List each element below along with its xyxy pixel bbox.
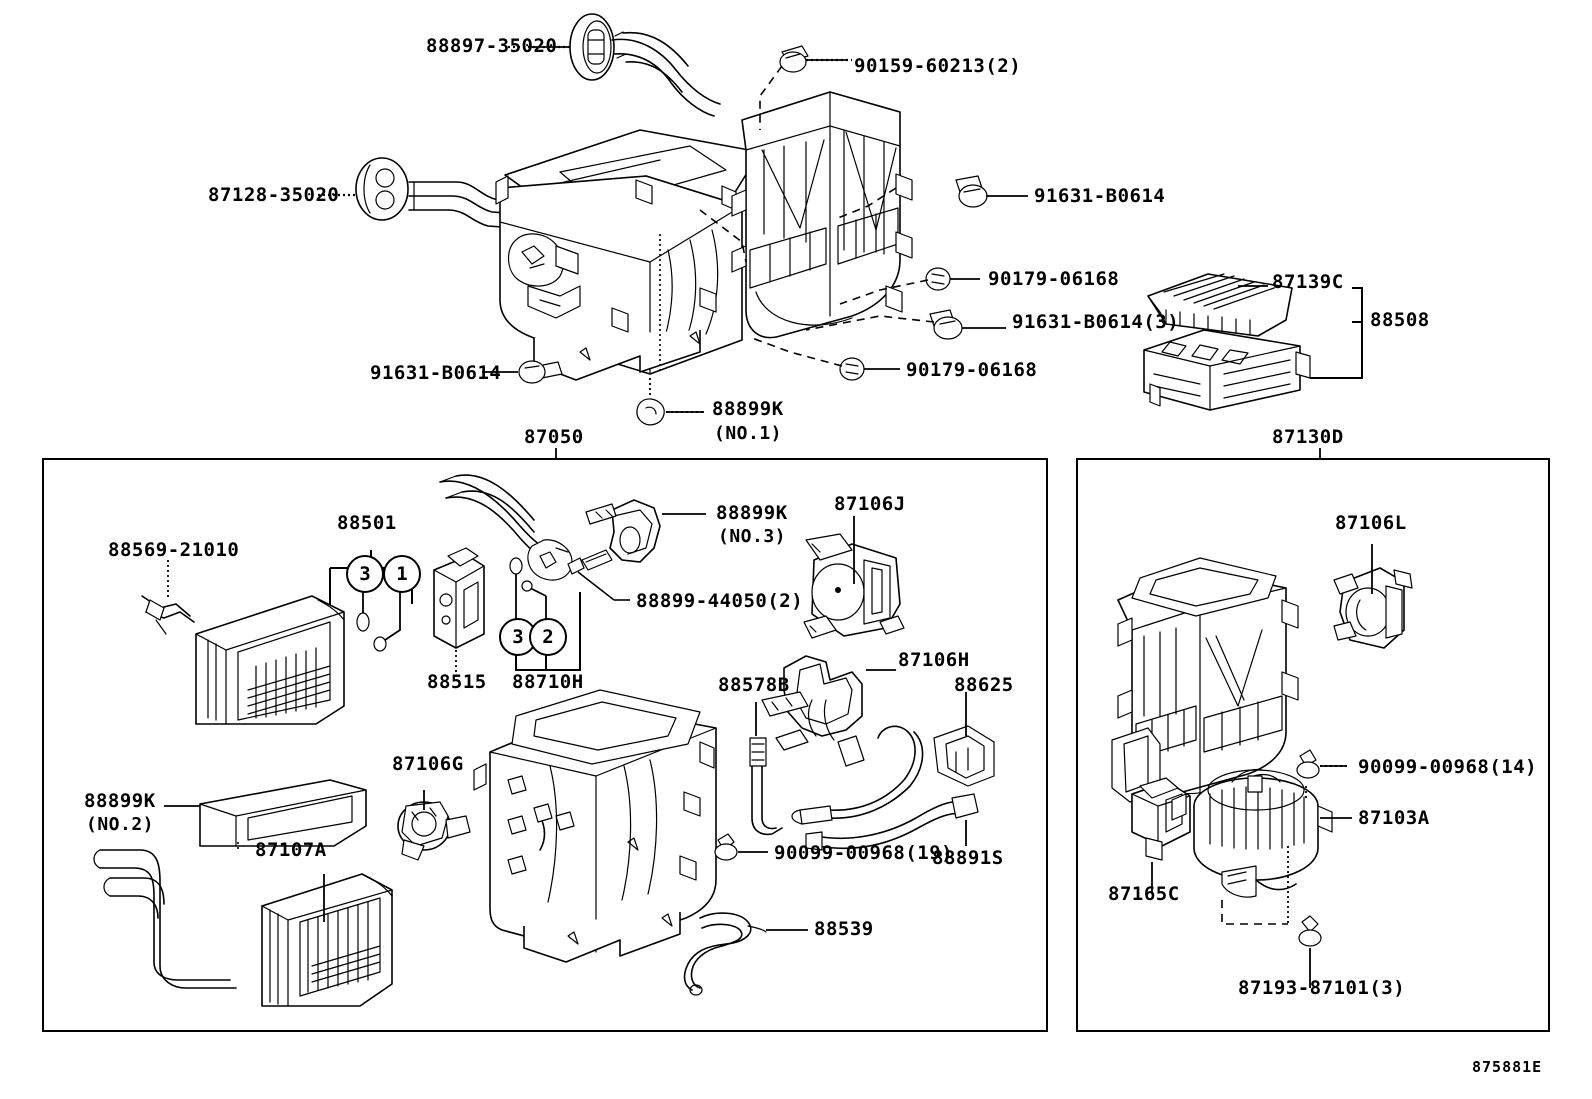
group-panel-87050 bbox=[42, 458, 1048, 1032]
air-filter-87139C-shape bbox=[1147, 273, 1293, 337]
label-88899K-no1: 88899K bbox=[712, 398, 784, 420]
label-90179-06168-upper: 90179-06168 bbox=[988, 268, 1120, 290]
servo-motor-87106J-shape bbox=[803, 533, 905, 639]
callout-number-3a: 3 bbox=[346, 555, 384, 593]
label-88515: 88515 bbox=[427, 671, 487, 693]
label-87139C: 87139C bbox=[1272, 271, 1344, 293]
label-87106J: 87106J bbox=[834, 493, 906, 515]
fastener-91631-B0614-c-shape bbox=[518, 360, 563, 384]
grommet-87128-shape bbox=[355, 157, 409, 221]
grommet-88897-shape bbox=[569, 13, 615, 81]
clip-90099-19-shape bbox=[714, 833, 738, 861]
label-87103A: 87103A bbox=[1358, 807, 1430, 829]
label-88710H: 88710H bbox=[512, 671, 584, 693]
label-88501: 88501 bbox=[337, 512, 397, 534]
fastener-90159-60213-shape bbox=[779, 45, 809, 73]
group-panel-87130D bbox=[1076, 458, 1550, 1032]
label-88569-21010: 88569-21010 bbox=[108, 539, 240, 561]
label-87106G: 87106G bbox=[392, 753, 464, 775]
label-88508: 88508 bbox=[1370, 309, 1430, 331]
group-label-87050: 87050 bbox=[524, 426, 584, 448]
heater-unit-housing bbox=[495, 129, 761, 381]
label-90159-60213: 90159-60213(2) bbox=[854, 55, 1022, 77]
label-87107A: 87107A bbox=[255, 839, 327, 861]
evaporator-core-shape bbox=[195, 595, 345, 725]
servo-87106G-shape bbox=[397, 801, 471, 861]
label-88891S: 88891S bbox=[932, 847, 1004, 869]
label-87128-35020: 87128-35020 bbox=[208, 184, 340, 206]
label-87193-87101-3: 87193-87101(3) bbox=[1238, 977, 1406, 999]
servo-87106L-shape bbox=[1333, 567, 1413, 649]
seal-88899K-no2-shape bbox=[199, 779, 367, 847]
label-88897-35020: 88897-35020 bbox=[426, 35, 558, 57]
expansion-valve-88515-shape bbox=[433, 547, 485, 649]
refrigerant-pipes-88710H-shape bbox=[439, 474, 573, 581]
sheet-code: 875881E bbox=[1472, 1058, 1543, 1076]
label-87106H: 87106H bbox=[898, 649, 970, 671]
blower-case-shape bbox=[1111, 557, 1299, 803]
fastener-91631-B0614-a-shape bbox=[955, 175, 988, 208]
label-88578B: 88578B bbox=[718, 674, 790, 696]
sensor-88578B-shape bbox=[749, 737, 783, 836]
label-88899K-no1-suffix: (NO.1) bbox=[714, 423, 783, 444]
wire-88891S-shape bbox=[805, 793, 979, 851]
label-88899K-no2: 88899K bbox=[84, 790, 156, 812]
label-90179-06168-lower: 90179-06168 bbox=[906, 359, 1038, 381]
bracket-88899K-no3-shape bbox=[585, 499, 661, 563]
linkage-87106H-shape bbox=[761, 655, 865, 767]
drain-hose-88539-shape bbox=[683, 912, 767, 996]
label-90099-00968-19: 90099-00968(19) bbox=[774, 842, 954, 864]
label-88625: 88625 bbox=[954, 674, 1014, 696]
label-91631-B0614-right: 91631-B0614 bbox=[1034, 185, 1166, 207]
group-label-87130D: 87130D bbox=[1272, 426, 1344, 448]
label-90099-00968-14: 90099-00968(14) bbox=[1358, 756, 1538, 778]
label-91631-B0614-3: 91631-B0614(3) bbox=[1012, 311, 1180, 333]
label-88899K-no3-suffix: (NO.3) bbox=[718, 526, 787, 547]
fastener-90179-06168-a-shape bbox=[925, 267, 951, 291]
blower-motor-87103A-shape bbox=[1171, 768, 1333, 898]
blower-housing-top bbox=[731, 91, 913, 339]
fastener-90179-06168-b-shape bbox=[839, 357, 865, 381]
label-88539: 88539 bbox=[814, 918, 874, 940]
bolt-88899-44050-shape bbox=[567, 549, 613, 575]
label-91631-B0614-left: 91631-B0614 bbox=[370, 362, 502, 384]
clip-88899K-no1-shape bbox=[636, 398, 665, 426]
clip-90099-14-shape bbox=[1296, 749, 1320, 779]
fastener-91631-B0614-b-shape bbox=[929, 309, 963, 340]
heater-core-87107A-shape bbox=[93, 849, 393, 1007]
label-87165C: 87165C bbox=[1108, 883, 1180, 905]
label-88899K-no2-suffix: (NO.2) bbox=[86, 814, 155, 835]
label-87106L: 87106L bbox=[1335, 512, 1407, 534]
label-88899-44050: 88899-44050(2) bbox=[636, 590, 804, 612]
callout-number-1: 1 bbox=[383, 555, 421, 593]
filter-case-88508-shape bbox=[1143, 329, 1311, 411]
clip-87193-shape bbox=[1298, 915, 1322, 947]
clip-88569-shape bbox=[141, 595, 195, 635]
hvac-case-shape bbox=[473, 689, 717, 963]
callout-number-2: 2 bbox=[529, 618, 567, 656]
wire-harness-88625-shape bbox=[791, 725, 995, 825]
label-88899K-no3: 88899K bbox=[716, 502, 788, 524]
